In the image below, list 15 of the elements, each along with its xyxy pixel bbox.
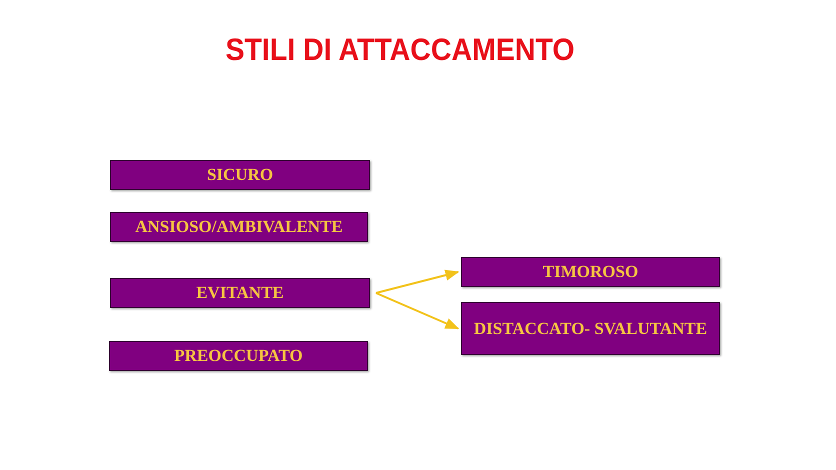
style-box <box>110 212 368 242</box>
box-label: ANSIOSO/AMBIVALENTE <box>135 216 343 238</box>
style-box <box>110 278 370 308</box>
box-label: PREOCCUPATO <box>174 345 303 367</box>
box-label: TIMOROSO <box>542 261 638 283</box>
arrow <box>376 270 460 294</box>
style-box <box>110 160 370 190</box>
box-label: EVITANTE <box>196 282 284 304</box>
box-label: DISTACCATO- SVALUTANTE <box>474 318 708 340</box>
style-box <box>109 341 368 371</box>
arrow <box>376 292 460 330</box>
style-box <box>461 257 720 287</box>
box-label: SICURO <box>206 164 274 186</box>
title: STILI DI ATTACCAMENTO <box>224 32 576 68</box>
style-box <box>461 302 720 355</box>
